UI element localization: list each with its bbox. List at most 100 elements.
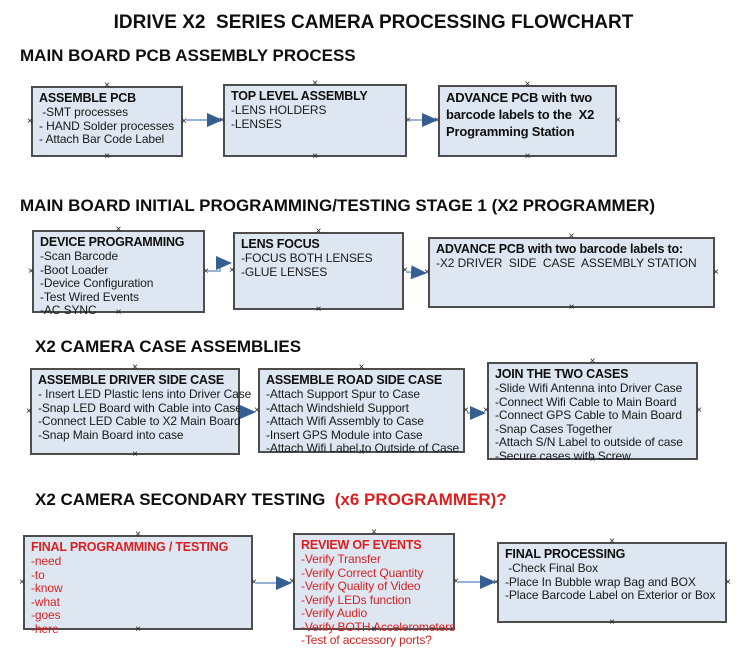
box-title: ASSEMBLE PCB bbox=[39, 91, 136, 105]
box-item: -what bbox=[31, 594, 60, 609]
box-item: -Verify Correct Quantity bbox=[301, 565, 424, 580]
box-item: -SMT processes bbox=[39, 105, 128, 119]
flow-box-lens-focus: LENS FOCUS -FOCUS BOTH LENSES-GLUE LENSE… bbox=[229, 227, 408, 315]
heading-text: X2 CAMERA CASE ASSEMBLIES bbox=[35, 337, 302, 356]
connection-handle-icon: × bbox=[725, 576, 731, 588]
connection-handle-icon: × bbox=[424, 266, 430, 278]
connection-handle-icon: × bbox=[181, 115, 187, 127]
connection-handle-icon: × bbox=[524, 151, 531, 162]
box-item: -GLUE LENSES bbox=[241, 264, 328, 279]
connection-handle-icon: × bbox=[615, 115, 621, 126]
box-item: -Verify Quality of Video bbox=[301, 579, 421, 593]
connection-handle-icon: × bbox=[568, 302, 575, 313]
box-item: -know bbox=[31, 581, 63, 595]
box-item: -Slide Wifi Antenna into Driver Case bbox=[495, 381, 683, 395]
connection-handle-icon: × bbox=[26, 405, 32, 417]
connection-handle-icon: × bbox=[315, 304, 322, 315]
box-item: -X2 DRIVER SIDE CASE ASSEMBLY STATION bbox=[436, 256, 697, 270]
connection-handle-icon: × bbox=[289, 575, 295, 587]
box-item: -Scan Barcode bbox=[40, 249, 119, 263]
box-title: FINAL PROCESSING bbox=[505, 547, 626, 561]
section-heading-initial-programming: MAIN BOARD INITIAL PROGRAMMING/TESTING S… bbox=[20, 196, 655, 216]
connection-handle-icon: × bbox=[609, 617, 615, 628]
box-item: -Verify Transfer bbox=[301, 552, 381, 566]
arrow-deviceprog-to-lensfocus bbox=[207, 256, 232, 272]
box-title: FINAL PROGRAMMING / TESTING bbox=[31, 540, 229, 554]
box-items: -Slide Wifi Antenna into Driver Case-Con… bbox=[495, 381, 692, 463]
heading-red-text: (x6 PROGRAMMER)? bbox=[334, 490, 507, 509]
flow-box-assemble-road-side-case: ASSEMBLE ROAD SIDE CASE -Attach Support … bbox=[254, 363, 469, 458]
connection-handle-icon: × bbox=[312, 151, 318, 162]
box-item: -LENSES bbox=[231, 116, 282, 131]
flow-box-review-of-events: REVIEW OF EVENTS -Verify Transfer-Verify… bbox=[289, 528, 459, 647]
heading-text: MAIN BOARD PCB ASSEMBLY PROCESS bbox=[20, 46, 356, 65]
flow-box-final-processing: FINAL PROCESSING -Check Final Box-Place … bbox=[493, 537, 731, 628]
box-items: -LENS HOLDERS-LENSES bbox=[231, 103, 401, 131]
connection-handle-icon: × bbox=[203, 265, 209, 277]
box-items: -need-to-know-what-goes-here bbox=[31, 554, 247, 636]
box-items: -Attach Support Spur to Case-Attach Wind… bbox=[266, 387, 460, 456]
box-items: - Insert LED Plastic lens into Driver Ca… bbox=[38, 387, 251, 442]
connection-handle-icon: × bbox=[19, 576, 25, 588]
box-item: -Boot Loader bbox=[40, 262, 109, 277]
box-item: -Connect LED Cable to X2 Main Board bbox=[38, 414, 241, 428]
connection-handle-icon: × bbox=[483, 405, 489, 416]
section-heading-secondary-testing: X2 CAMERA SECONDARY TESTING (x6 PROGRAMM… bbox=[35, 490, 507, 510]
box-item: -Snap Main Board into case bbox=[38, 427, 184, 442]
box-title: ADVANCE PCB with two barcode labels to: bbox=[436, 242, 683, 256]
heading-text: MAIN BOARD INITIAL PROGRAMMING/TESTING S… bbox=[20, 196, 655, 215]
connection-handle-icon: × bbox=[453, 575, 459, 587]
connection-handle-icon: × bbox=[713, 266, 719, 278]
connection-handle-icon: × bbox=[28, 265, 34, 277]
box-item: -Connect GPS Cable to Main Board bbox=[495, 408, 682, 422]
connection-handle-icon: × bbox=[254, 404, 260, 416]
section-heading-pcb-assembly: MAIN BOARD PCB ASSEMBLY PROCESS bbox=[20, 46, 356, 66]
box-item: -FOCUS BOTH LENSES bbox=[241, 251, 373, 265]
heading-text: X2 CAMERA SECONDARY TESTING bbox=[35, 490, 335, 509]
connection-handle-icon: × bbox=[27, 115, 33, 127]
connection-handle-icon: × bbox=[493, 576, 499, 588]
box-items: -X2 DRIVER SIDE CASE ASSEMBLY STATION bbox=[436, 256, 709, 271]
box-items: -SMT processes- HAND Solder processes- A… bbox=[39, 105, 177, 147]
flow-box-join-the-two-cases: JOIN THE TWO CASES -Slide Wifi Antenna i… bbox=[483, 357, 702, 465]
flow-box-device-programming: DEVICE PROGRAMMING -Scan Barcode-Boot Lo… bbox=[28, 225, 209, 318]
flow-box-assemble-pcb: ASSEMBLE PCB -SMT processes- HAND Solder… bbox=[27, 81, 187, 162]
box-item: -Attach Support Spur to Case bbox=[266, 387, 420, 401]
page-title: IDRIVE X2 SERIES CAMERA PROCESSING FLOWC… bbox=[113, 12, 634, 33]
flow-box-advance-pcb-driver-side-station: ADVANCE PCB with two barcode labels to: … bbox=[424, 232, 719, 313]
arrow-lensfocus-to-advance bbox=[405, 265, 427, 280]
box-items: -Scan Barcode-Boot Loader-Device Configu… bbox=[40, 249, 199, 318]
box-title: ADVANCE PCB with two barcode labels to t… bbox=[446, 90, 598, 139]
box-item: - Attach Bar Code Label bbox=[39, 132, 165, 146]
box-title: ASSEMBLE DRIVER SIDE CASE bbox=[38, 373, 225, 387]
box-items: -Verify Transfer-Verify Correct Quantity… bbox=[301, 552, 455, 648]
box-item: -Snap LED Board with Cable into Case bbox=[38, 400, 242, 415]
box-item: -LENS HOLDERS bbox=[231, 103, 327, 117]
box-items: -FOCUS BOTH LENSES-GLUE LENSES bbox=[241, 251, 398, 279]
box-item: -Attach Windshield Support bbox=[266, 400, 409, 415]
box-item: -here bbox=[31, 621, 59, 636]
box-item: -Connect Wifi Cable to Main Board bbox=[495, 394, 677, 409]
section-heading-case-assemblies: X2 CAMERA CASE ASSEMBLIES bbox=[35, 337, 301, 357]
box-items: -Check Final Box-Place In Bubble wrap Ba… bbox=[505, 561, 721, 603]
connection-handle-icon: × bbox=[104, 151, 110, 162]
box-item: -to bbox=[31, 567, 45, 582]
box-item: -Insert GPS Module into Case bbox=[266, 427, 423, 442]
box-item: -Verify LEDs function bbox=[301, 592, 411, 607]
box-title: DEVICE PROGRAMMING bbox=[40, 235, 185, 249]
box-title: LENS FOCUS bbox=[241, 237, 320, 251]
box-title: REVIEW OF EVENTS bbox=[301, 538, 422, 552]
box-item: -Verify Audio bbox=[301, 606, 368, 620]
connection-handle-icon: × bbox=[229, 265, 235, 276]
box-item: -Secure cases with Screw bbox=[495, 448, 631, 463]
box-item: -Attach Wifi Assembly to Case bbox=[266, 414, 424, 428]
connection-handle-icon: × bbox=[402, 265, 408, 276]
box-item: -Attach Wifi Label to Outside of Case bbox=[266, 441, 460, 455]
box-item: -Place Barcode Label on Exterior or Box bbox=[505, 588, 716, 602]
connection-handle-icon: × bbox=[251, 576, 257, 588]
flow-box-assemble-driver-side-case: ASSEMBLE DRIVER SIDE CASE - Insert LED P… bbox=[26, 363, 251, 460]
connection-handle-icon: × bbox=[132, 449, 138, 460]
box-title: ASSEMBLE ROAD SIDE CASE bbox=[266, 373, 442, 387]
box-item: - HAND Solder processes bbox=[39, 118, 175, 133]
